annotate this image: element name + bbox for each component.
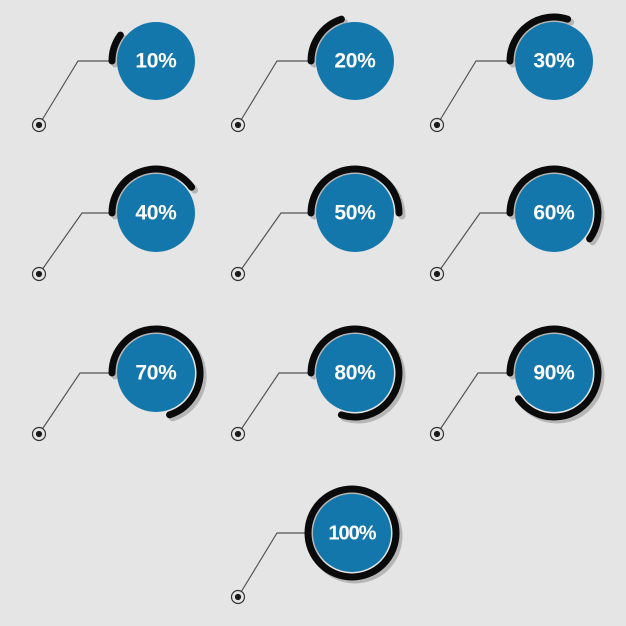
gauge-label: 20% (334, 50, 376, 73)
gauge-90[interactable]: 90% (429, 325, 605, 442)
progress-arc (307, 165, 403, 217)
connector-dot-core (35, 270, 43, 278)
gauge-label: 80% (334, 362, 376, 385)
gauge-80[interactable]: 80% (230, 325, 406, 442)
gauge-label: 10% (135, 50, 177, 73)
gauge-label: 50% (334, 202, 376, 225)
connector-line (436, 372, 513, 435)
gauge-disc[interactable] (515, 334, 593, 412)
connector-dot-core (433, 121, 441, 129)
gauge-40[interactable]: 40% (31, 165, 199, 282)
connector-line (237, 532, 311, 598)
connector-line (237, 372, 314, 435)
connector-dot-core (35, 430, 43, 438)
connector-dot-core (234, 430, 242, 438)
progress-arc (108, 31, 124, 65)
gauge-label: 70% (135, 362, 177, 385)
gauge-10[interactable]: 10% (31, 22, 196, 133)
gauge-disc[interactable] (515, 174, 593, 252)
gauge-50[interactable]: 50% (230, 165, 406, 282)
connector-line (38, 372, 115, 435)
gauge-label: 90% (533, 362, 575, 385)
gauge-disc[interactable] (117, 22, 195, 100)
gauge-disc[interactable] (316, 334, 394, 412)
gauge-60[interactable]: 60% (429, 165, 605, 282)
gauge-20[interactable]: 20% (230, 15, 395, 133)
gauge-disc[interactable] (316, 22, 394, 100)
gauge-disc[interactable] (316, 174, 394, 252)
connector-line (38, 212, 115, 275)
gauge-label: 40% (135, 202, 177, 225)
progress-arc (307, 15, 345, 65)
progress-arc (506, 165, 602, 243)
progress-arc (108, 325, 204, 419)
connector-dot-core (234, 270, 242, 278)
connector-dot-core (234, 121, 242, 129)
gauge-disc[interactable] (313, 494, 391, 572)
progress-arc (506, 13, 572, 65)
progress-arc (506, 325, 602, 421)
connector-dot-core (234, 593, 242, 601)
progress-arc (108, 165, 196, 217)
gauge-100[interactable]: 100% (230, 485, 403, 605)
connector-dot-core (35, 121, 43, 129)
connector-line (436, 60, 513, 126)
progress-arc (304, 485, 400, 581)
gauge-disc[interactable] (117, 174, 195, 252)
gauge-70[interactable]: 70% (31, 325, 207, 442)
gauge-label: 30% (533, 50, 575, 73)
connector-dot-core (433, 270, 441, 278)
gauge-disc[interactable] (515, 22, 593, 100)
connector-line (237, 60, 314, 126)
gauge-30[interactable]: 30% (429, 13, 594, 133)
gauge-label: 60% (533, 202, 575, 225)
gauge-label: 100% (328, 522, 376, 544)
connector-line (237, 212, 314, 275)
gauge-disc[interactable] (117, 334, 195, 412)
connector-line (436, 212, 513, 275)
connector-line (38, 60, 115, 126)
connector-dot-core (433, 430, 441, 438)
progress-arc (307, 325, 403, 421)
gauge-layer: 10% 20% 30% 40% 50% 60% 70% 80% 90% 100% (31, 13, 605, 605)
